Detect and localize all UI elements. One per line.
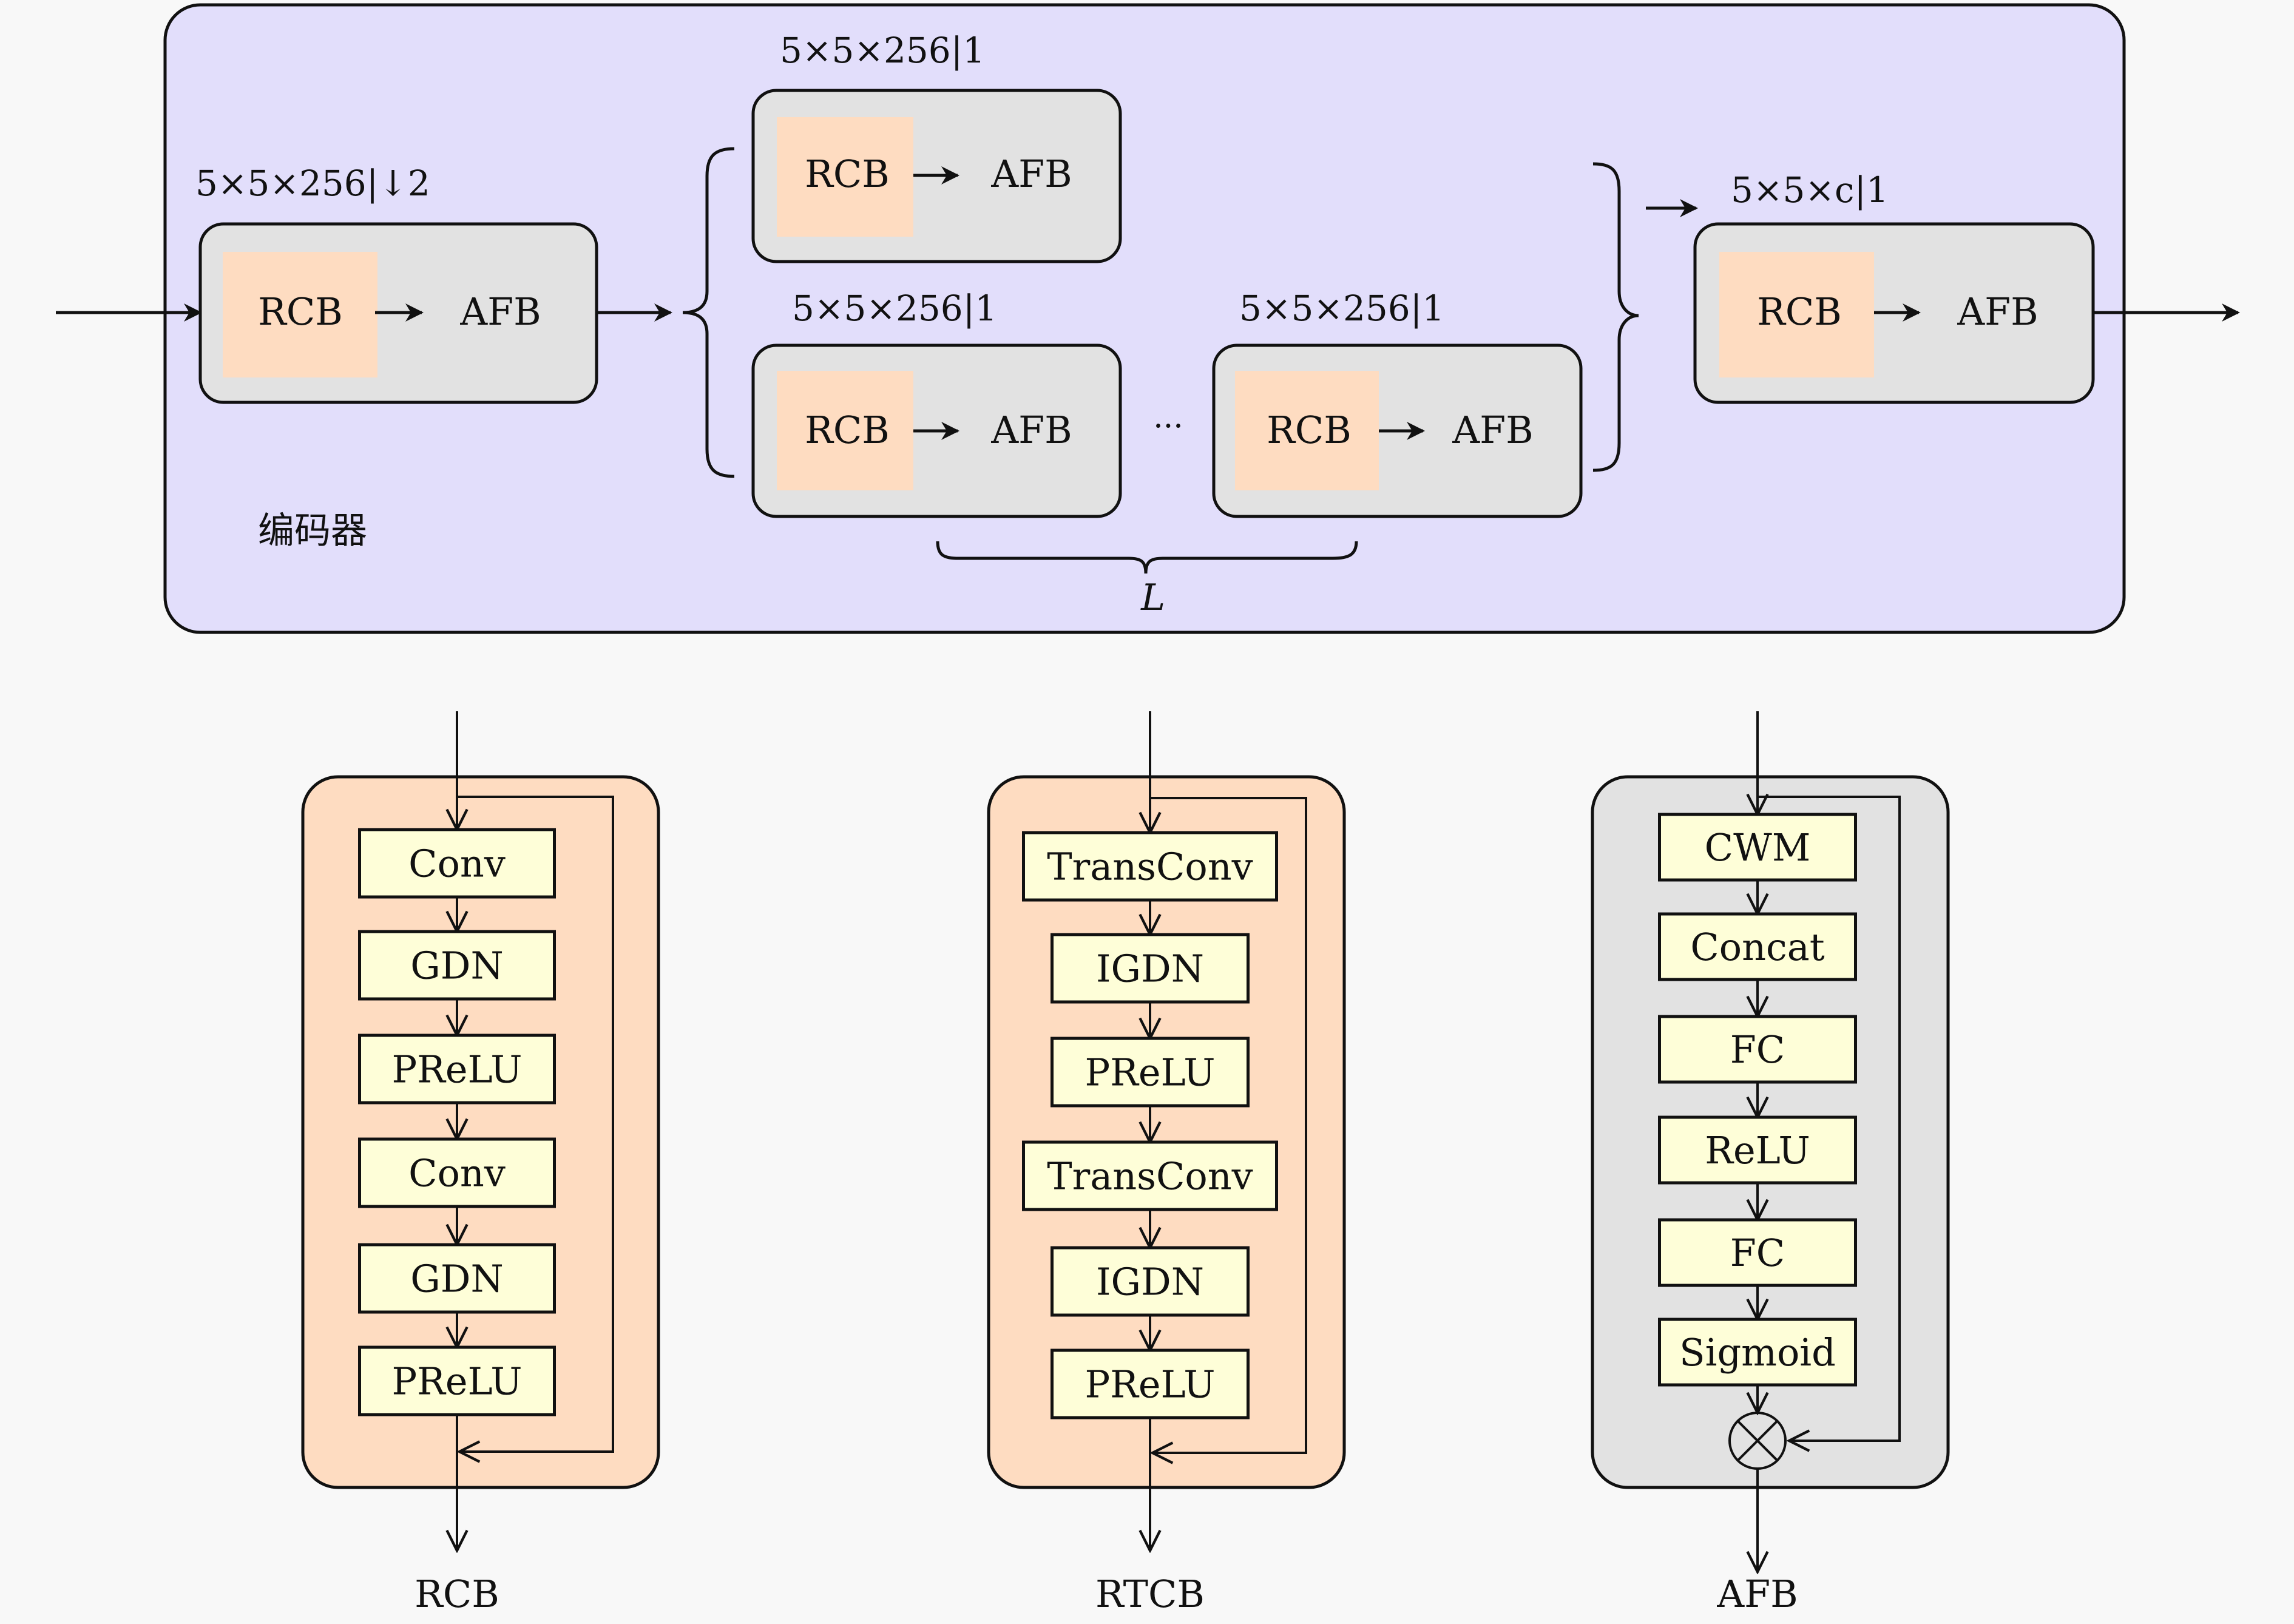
rcb-block (223, 252, 377, 377)
stage-dims: 5×5×256|1 (780, 30, 985, 71)
layer-label: IGDN (1096, 947, 1204, 991)
layer-label: Conv (408, 1151, 506, 1196)
encoder-background (163, 3, 2126, 634)
rcb-label: RCB (1267, 408, 1352, 452)
layer-block (358, 1345, 556, 1416)
rcb-label: RCB (258, 289, 343, 334)
repeat-brace (936, 541, 1358, 574)
layer-label: IGDN (1096, 1260, 1204, 1304)
encoder-panel: 编码器 5×5×256|↓2 RCB AFB 5×5×256|1 RCB AFB… (56, 3, 2126, 634)
layer-label: FC (1730, 1231, 1785, 1275)
layer-block (1658, 1218, 1857, 1287)
multiply-icon-stroke (1737, 1420, 1778, 1461)
encoder-stage-3: 5×5×256|1 RCB AFB (751, 288, 1122, 518)
layer-label: ReLU (1705, 1128, 1810, 1172)
layer-block (1658, 1115, 1857, 1185)
rcb-label: RCB (805, 408, 890, 452)
afb-label: AFB (990, 408, 1072, 452)
module-panels: ConvGDNPReLUConvGDNPReLURCBTransConvIGDN… (301, 711, 1950, 1616)
skip-connection (457, 796, 614, 1452)
layer-block (358, 1034, 556, 1105)
layer-block (1051, 1037, 1250, 1108)
layer-block (1658, 912, 1857, 981)
module-caption: AFB (1716, 1572, 1798, 1616)
afb-label: AFB (1452, 408, 1533, 452)
skip-connection (1758, 796, 1901, 1441)
repeat-label: L (1140, 577, 1165, 619)
module-caption: RTCB (1095, 1572, 1205, 1616)
encoder-stage-2: 5×5×256|1 RCB AFB (751, 30, 1122, 263)
encoder-stage-4: 5×5×256|1 RCB AFB (1212, 288, 1583, 518)
skip-connection (1150, 797, 1307, 1453)
rcb-block (777, 117, 913, 237)
stage-dims: 5×5×c|1 (1731, 169, 1889, 211)
layer-block (358, 828, 556, 899)
layer-label: PReLU (1084, 1051, 1215, 1095)
layer-block (1051, 933, 1250, 1004)
layer-block (1022, 1140, 1278, 1211)
afb-label: AFB (459, 289, 541, 334)
layer-label: Concat (1690, 925, 1824, 969)
encoder-stage-1: 5×5×256|↓2 RCB AFB (195, 163, 598, 404)
layer-block (1658, 1318, 1857, 1387)
layer-label: PReLU (1084, 1362, 1215, 1407)
layer-label: Sigmoid (1679, 1330, 1836, 1375)
layer-label: GDN (410, 944, 504, 988)
afb-label: AFB (1957, 289, 2038, 334)
rcb-block (1235, 371, 1379, 490)
layer-block (1051, 1348, 1250, 1419)
left-brace (682, 147, 735, 478)
rcb-block (1719, 252, 1874, 377)
rcb-block (777, 371, 913, 490)
layer-block (1658, 1015, 1857, 1084)
layer-label: PReLU (391, 1359, 522, 1404)
encoder-stage-5: 5×5×c|1 RCB AFB (1693, 169, 2095, 404)
layer-label: FC (1730, 1027, 1785, 1072)
layer-label: CWM (1705, 825, 1811, 870)
layer-label: TransConv (1047, 845, 1253, 889)
layer-block (358, 1243, 556, 1314)
layer-label: Conv (408, 842, 506, 886)
right-brace (1592, 162, 1639, 472)
rcb-label: RCB (1757, 289, 1842, 334)
stage-dims: 5×5×256|↓2 (195, 163, 430, 204)
afb-label: AFB (990, 152, 1072, 196)
layer-label: PReLU (391, 1047, 522, 1092)
encoder-label: 编码器 (258, 510, 367, 552)
module-caption: RCB (414, 1572, 499, 1616)
rcb-label: RCB (805, 152, 890, 196)
ellipsis: ··· (1153, 408, 1183, 445)
layer-label: GDN (410, 1257, 504, 1301)
layer-block (1022, 831, 1278, 902)
layer-label: TransConv (1047, 1154, 1253, 1199)
stage-dims: 5×5×256|1 (792, 288, 997, 329)
stage-dims: 5×5×256|1 (1239, 288, 1444, 329)
